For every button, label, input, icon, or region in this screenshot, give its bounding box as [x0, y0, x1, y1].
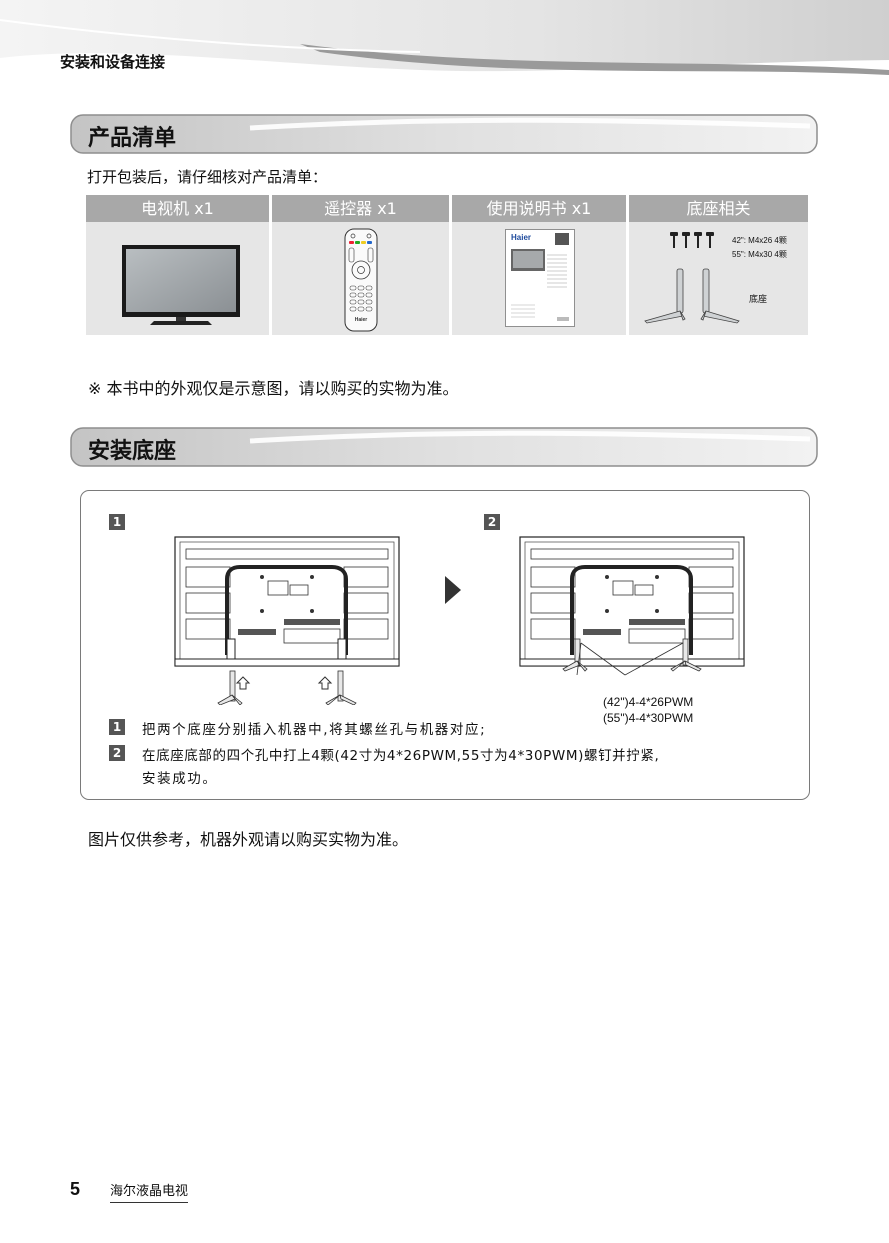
product-list-banner: 产品清单: [70, 114, 818, 154]
screws-icon: [670, 232, 714, 248]
pwm-spec-55: (55")4-4*30PWM: [603, 711, 694, 725]
step2-marker: 2: [484, 514, 500, 530]
stand-label: 底座: [749, 294, 768, 304]
product-cell-remote: 遥控器 x1 Haier: [272, 195, 449, 335]
instruction1-text: 把两个底座分别插入机器中,将其螺丝孔与机器对应;: [142, 722, 487, 738]
pwm-spec-42: (42")4-4*26PWM: [603, 695, 694, 709]
screws-spec-42: 42": M4x26 4颗: [732, 236, 787, 245]
instruction2-marker: 2: [109, 745, 125, 761]
install-banner: 安装底座: [70, 427, 818, 467]
install-heading: 安装底座: [88, 439, 177, 464]
image-disclaimer: 图片仅供参考，机器外观请以购买实物为准。: [88, 830, 409, 849]
product-cell-stand: 底座相关 42": M4x26 4颗 55": M4x30 4颗 底座: [629, 195, 808, 335]
instruction1-marker: 1: [109, 719, 125, 735]
svg-text:Haier: Haier: [511, 233, 531, 242]
product-cell-tv: 电视机 x1: [86, 195, 269, 335]
tv-icon: [122, 245, 240, 325]
remote-icon: Haier: [344, 228, 378, 332]
install-box: [80, 490, 810, 800]
screws-spec-55: 55": M4x30 4颗: [732, 250, 787, 259]
instruction2-text-cont: 安装成功。: [142, 771, 218, 787]
product-label-tv: 电视机 x1: [86, 195, 269, 222]
page-number: 5: [70, 1179, 81, 1199]
header-swoosh: [0, 0, 889, 75]
appearance-note: ※ 本书中的外观仅是示意图，请以购买的实物为准。: [88, 379, 459, 398]
manual-icon: Haier: [505, 229, 575, 327]
product-table: 电视机 x1 遥控器 x1: [86, 195, 808, 335]
instruction2-text: 在底座底部的四个孔中打上4颗(42寸为4*26PWM,55寸为4*30PWM)螺…: [142, 748, 660, 764]
step1-marker: 1: [109, 514, 125, 530]
section-title: 安装和设备连接: [60, 53, 166, 71]
product-label-manual: 使用说明书 x1: [452, 195, 626, 222]
product-label-remote: 遥控器 x1: [272, 195, 449, 222]
tv-back-step2: [519, 536, 745, 676]
product-label-stand: 底座相关: [629, 195, 808, 222]
svg-text:Haier: Haier: [355, 317, 368, 323]
product-list-heading: 产品清单: [88, 126, 177, 151]
arrow-right-icon: [445, 576, 461, 604]
product-list-intro: 打开包装后，请仔细核对产品清单：: [87, 168, 328, 186]
tv-back-step1: [174, 536, 400, 705]
footer-brand: 海尔液晶电视: [110, 1180, 189, 1203]
product-cell-manual: 使用说明书 x1 Haier: [452, 195, 626, 335]
stand-icon: [644, 268, 740, 324]
